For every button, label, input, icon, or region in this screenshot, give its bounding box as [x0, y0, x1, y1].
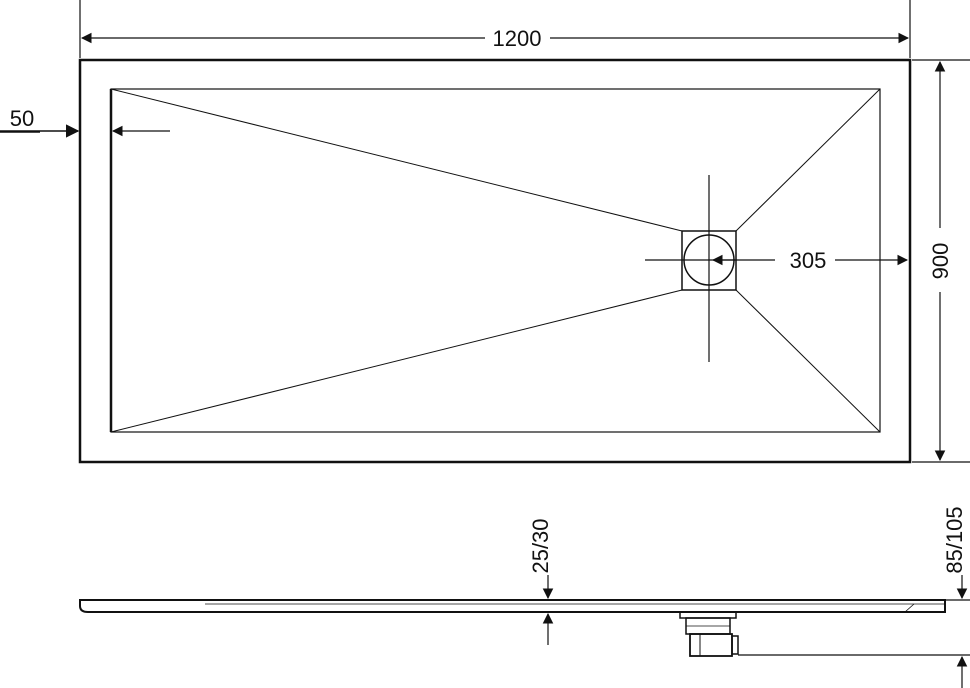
drain-outlet [645, 175, 737, 362]
drain-offset-dimension: 305 [711, 248, 909, 273]
thickness-dimension: 25/30 [528, 518, 554, 645]
width-dimension: 1200 [79, 0, 911, 58]
total-height-dimension: 85/105 [738, 506, 970, 688]
depth-dimension: 900 [912, 59, 970, 463]
tray-profile [79, 599, 946, 613]
thickness-label: 25/30 [528, 518, 553, 573]
total-height-label: 85/105 [942, 506, 967, 573]
depth-label: 900 [928, 243, 953, 280]
drainage-slope-lines [110, 88, 881, 433]
rim-label: 50 [10, 106, 34, 131]
tray-outer-outline [78, 58, 912, 464]
drain-offset-label: 305 [790, 248, 827, 273]
plan-view: 1200 900 50 305 [0, 0, 970, 464]
width-label: 1200 [493, 26, 542, 51]
rim-dimension: 50 [0, 106, 170, 138]
drain-trap [679, 611, 739, 657]
side-view: 25/30 85/105 [79, 506, 970, 688]
